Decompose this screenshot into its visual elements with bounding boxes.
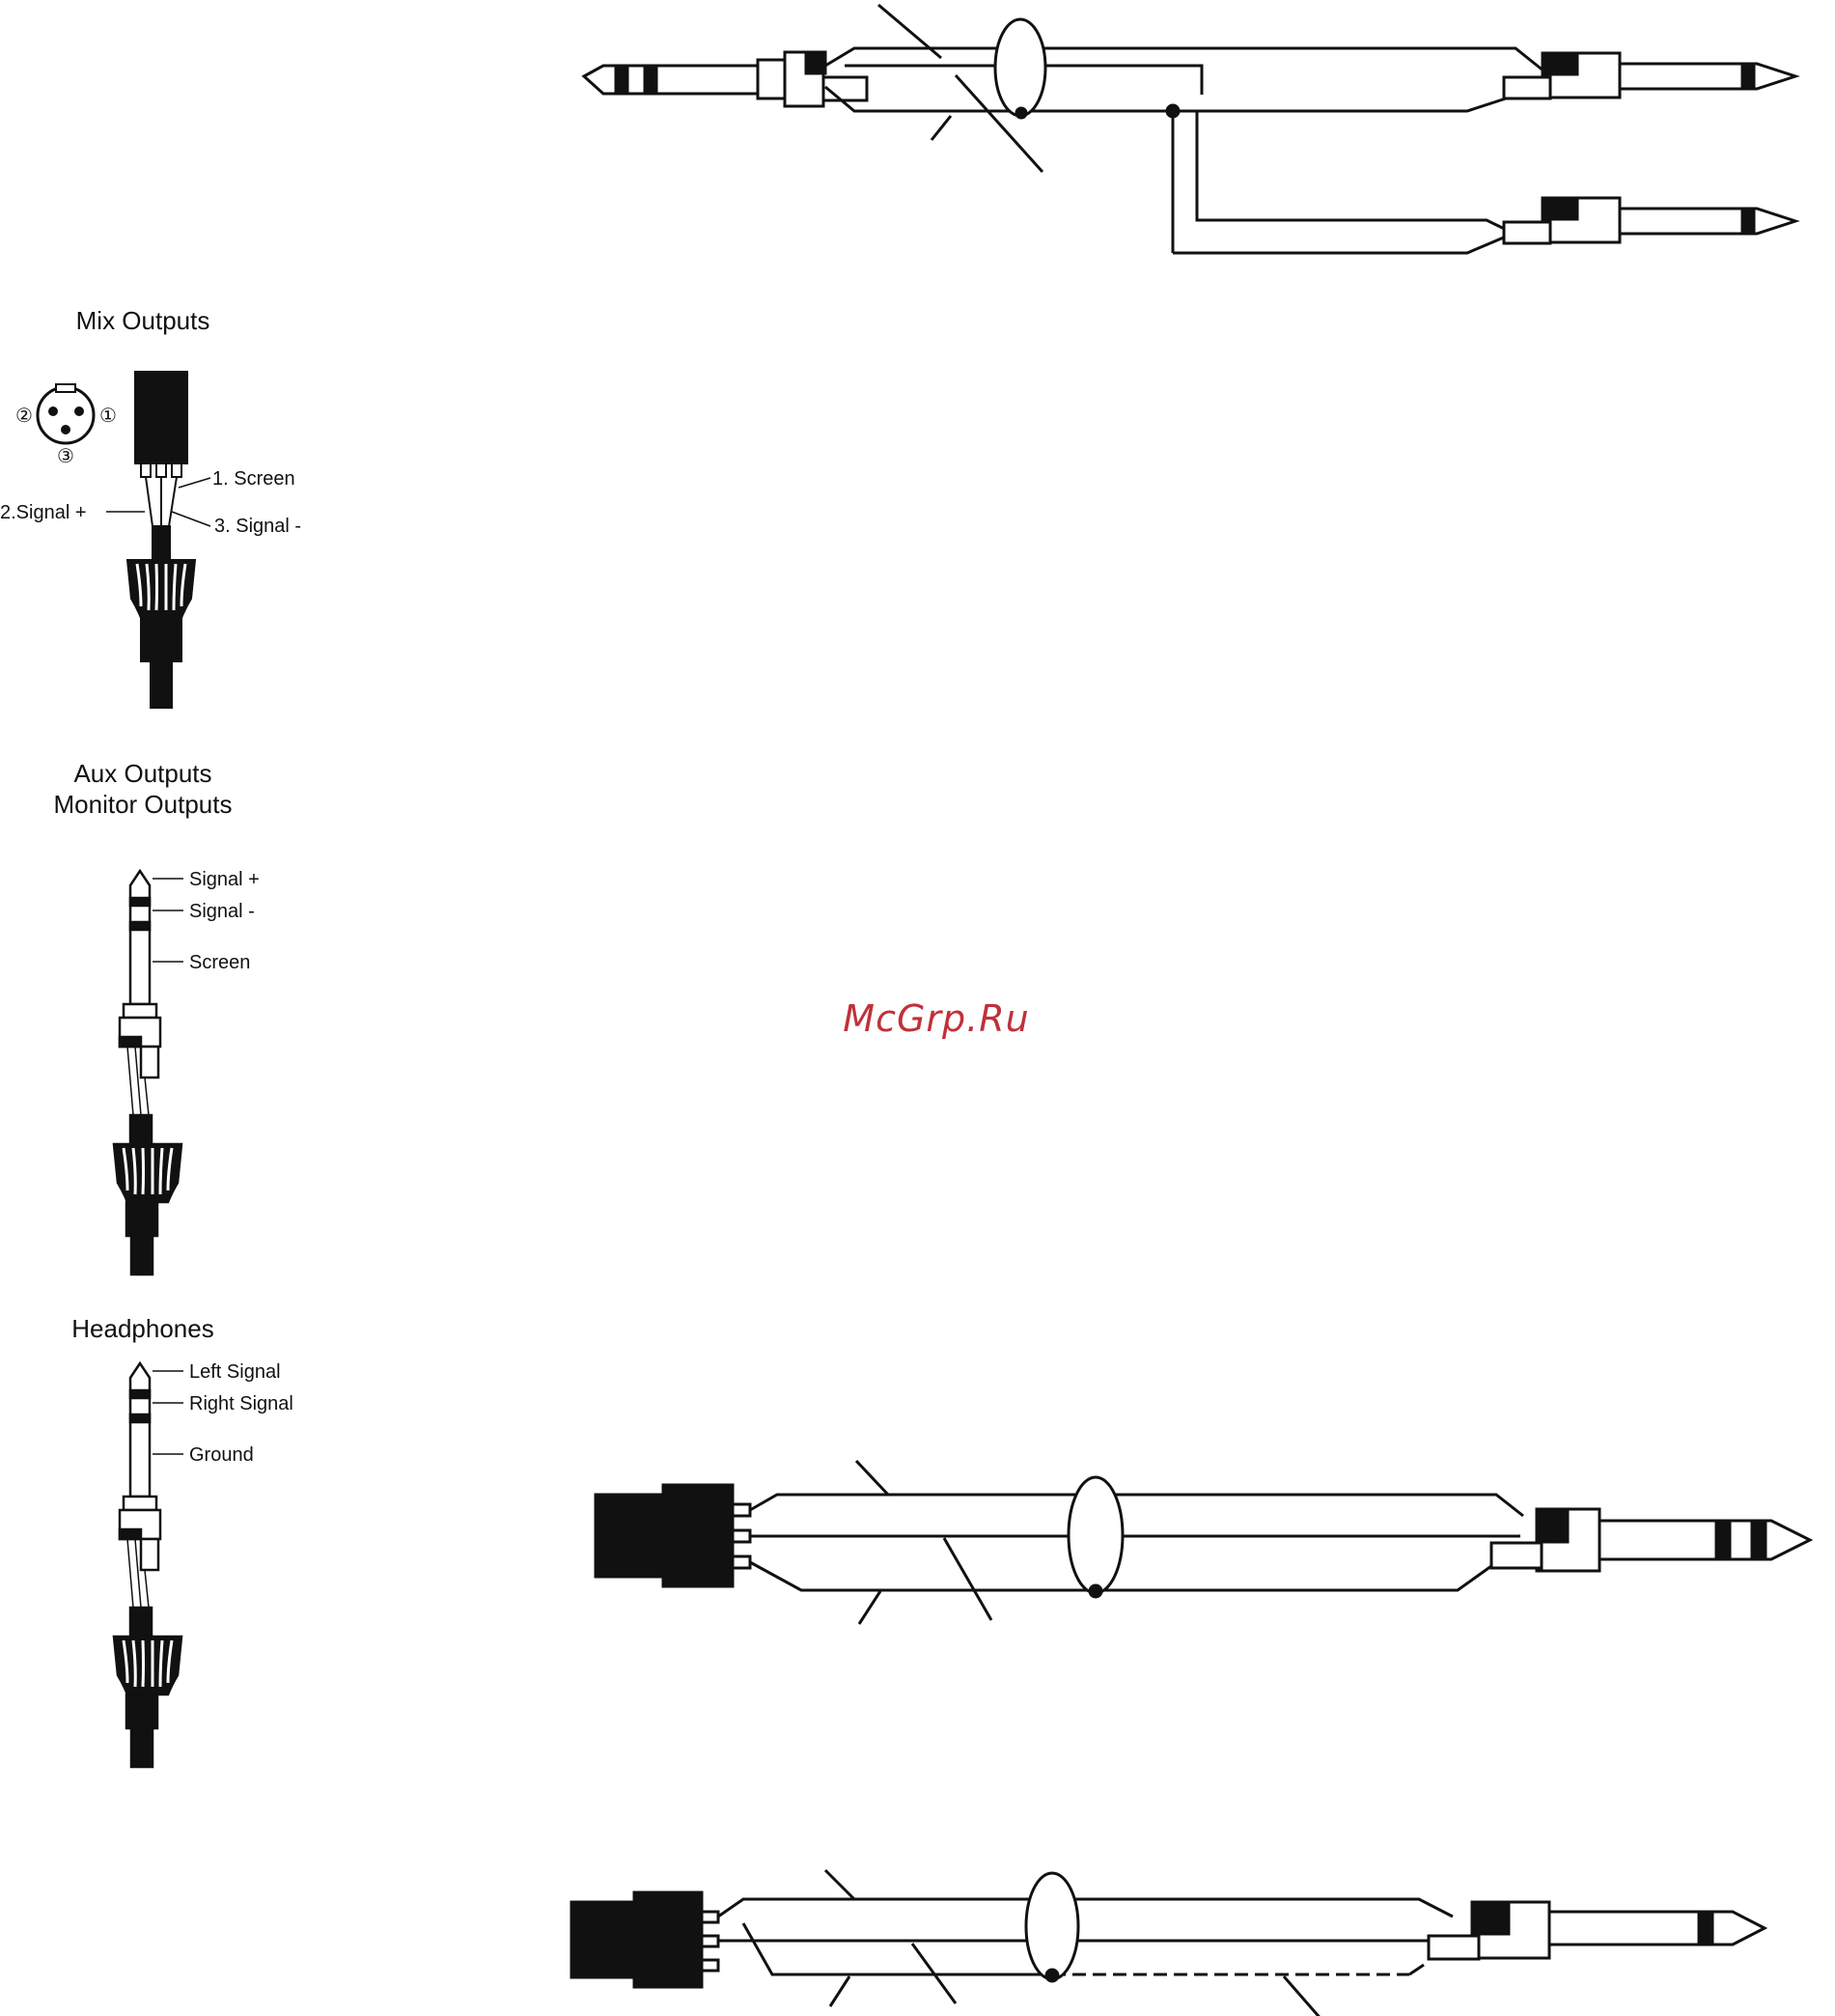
headphones-title: Headphones: [71, 1314, 213, 1343]
xlr-connector-icon: [127, 372, 195, 708]
aux-outputs-section: Aux Outputs Monitor Outputs Signal + Sig…: [54, 759, 260, 1274]
signal-minus-label: 3. Signal -: [214, 516, 301, 537]
headphones-section: Headphones Left Signal Right Signal Grou…: [71, 1314, 293, 1767]
right-signal-label: Right Signal: [189, 1393, 293, 1414]
signal-plus-label: 2.Signal +: [0, 502, 87, 523]
watermark-text: McGrp.Ru: [843, 997, 1029, 1040]
ground-label: Ground: [189, 1444, 254, 1466]
pin-1-number: ①: [99, 406, 117, 427]
aux-screen-label: Screen: [189, 952, 250, 973]
pin-2-number: ②: [15, 406, 33, 427]
left-signal-label: Left Signal: [189, 1361, 281, 1383]
aux-signal-minus-label: Signal -: [189, 901, 255, 922]
mix-outputs-section: Mix Outputs ② ① ③ 1. Screen 2.Signal + 3…: [0, 306, 301, 708]
pin-3-number: ③: [57, 446, 74, 467]
mix-outputs-title: Mix Outputs: [76, 306, 210, 335]
trs-jack-icon: [114, 871, 181, 1274]
xlr-to-trs-cable-diagram: [596, 1461, 1810, 1624]
aux-outputs-title: Aux Outputs: [73, 759, 211, 788]
xlr-pin-face-icon: [38, 384, 94, 443]
monitor-outputs-title: Monitor Outputs: [54, 790, 233, 819]
aux-signal-plus-label: Signal +: [189, 869, 260, 890]
xlr-to-ts-cable-diagram: [571, 1870, 1765, 2016]
y-splitter-cable-diagram: [584, 5, 1795, 253]
headphone-jack-icon: [114, 1363, 181, 1767]
screen-label: 1. Screen: [212, 468, 295, 490]
